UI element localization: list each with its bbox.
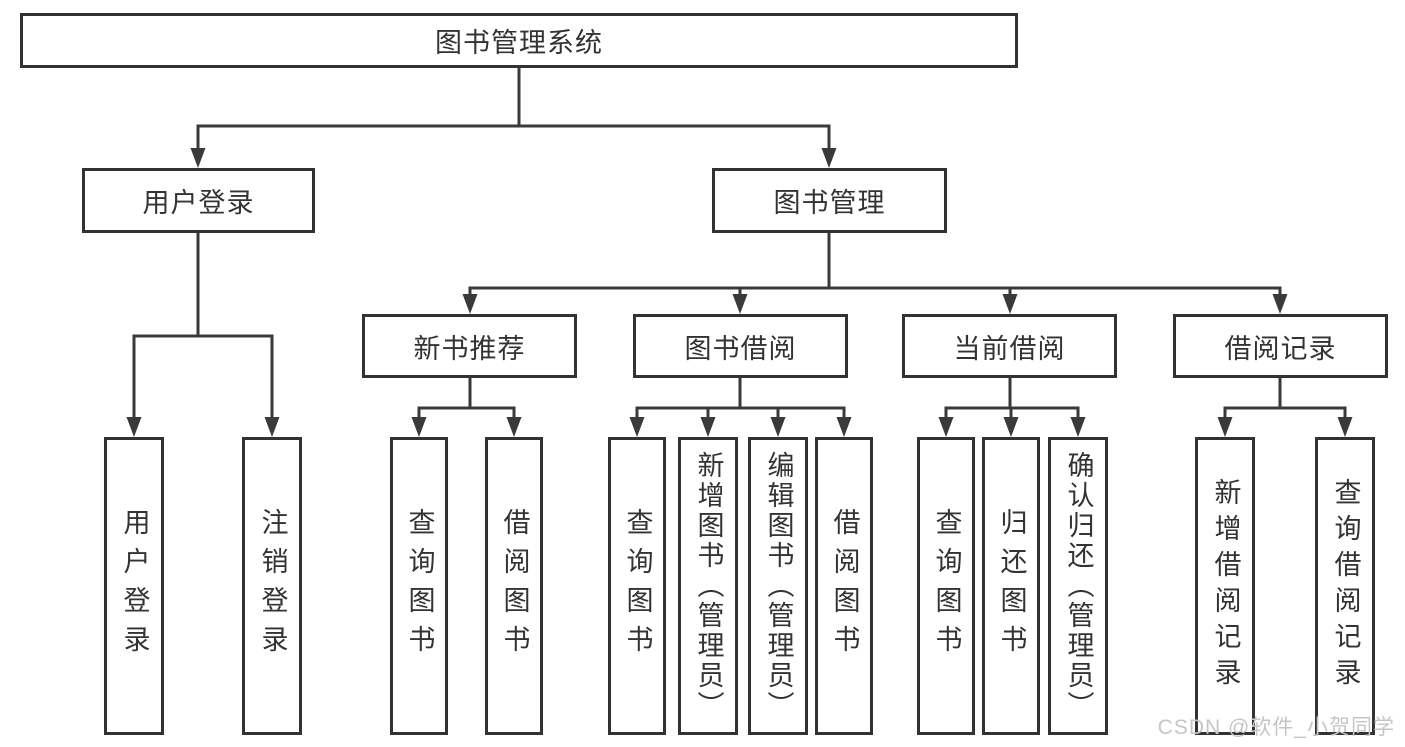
leaf-newbook-query-books: 查询图书 bbox=[390, 437, 448, 735]
leaf-logout: 注销登录 bbox=[242, 437, 302, 735]
node-book-management: 图书管理 bbox=[712, 168, 947, 233]
leaf-current-return-books: 归还图书 bbox=[982, 437, 1040, 735]
watermark: CSDN @软件_小贺同学 bbox=[1157, 716, 1395, 739]
leaf-user-login: 用户登录 bbox=[104, 437, 164, 735]
leaf-newbook-borrow-books: 借阅图书 bbox=[485, 437, 543, 735]
leaf-borrow-edit-books-admin: 编辑图书（管理员） bbox=[748, 437, 808, 735]
node-root: 图书管理系统 bbox=[20, 13, 1018, 68]
leaf-borrow-borrow-books: 借阅图书 bbox=[815, 437, 873, 735]
leaf-borrow-query-books: 查询图书 bbox=[608, 437, 666, 735]
leaf-current-query-books: 查询图书 bbox=[917, 437, 975, 735]
leaf-borrow-add-books-admin: 新增图书（管理员） bbox=[678, 437, 738, 735]
leaf-record-query-record: 查询借阅记录 bbox=[1315, 437, 1375, 735]
node-borrow-record: 借阅记录 bbox=[1173, 314, 1388, 378]
node-new-book-recommend: 新书推荐 bbox=[362, 314, 577, 378]
node-user-login: 用户登录 bbox=[82, 168, 315, 233]
leaf-current-confirm-return-admin: 确认归还（管理员） bbox=[1048, 437, 1108, 735]
node-book-borrow: 图书借阅 bbox=[633, 314, 848, 378]
leaf-record-add-record: 新增借阅记录 bbox=[1195, 437, 1255, 735]
node-current-borrow: 当前借阅 bbox=[902, 314, 1117, 378]
